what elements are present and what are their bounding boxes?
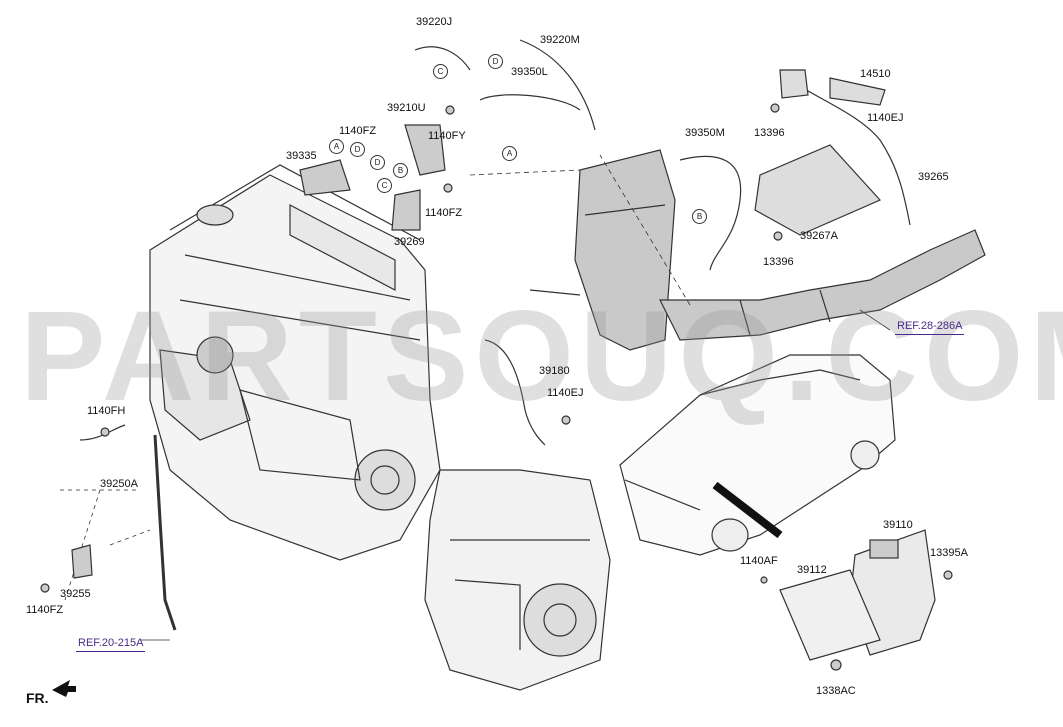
part-1140FZ-bot[interactable]: 1140FZ bbox=[26, 604, 64, 616]
callout-d: D bbox=[350, 142, 365, 157]
callout-d: D bbox=[370, 155, 385, 170]
part-39250A[interactable]: 39250A bbox=[100, 478, 138, 490]
heat-shield bbox=[754, 144, 882, 236]
part-1140AF[interactable]: 1140AF bbox=[740, 555, 778, 567]
callout-c: C bbox=[377, 178, 392, 193]
part-13396-bot[interactable]: 13396 bbox=[763, 256, 794, 268]
part-1140FZ-top[interactable]: 1140FZ bbox=[339, 125, 377, 137]
part-1140FY[interactable]: 1140FY bbox=[428, 130, 466, 142]
ecu-bracket bbox=[779, 569, 881, 661]
part-1338AC[interactable]: 1338AC bbox=[816, 685, 856, 697]
ref-20-215A-link[interactable]: REF.20-215A bbox=[75, 637, 146, 652]
oxygen-sensor-wire-front bbox=[414, 46, 471, 71]
part-39110[interactable]: 39110 bbox=[883, 519, 913, 531]
catalytic-converter bbox=[574, 149, 676, 351]
part-39180[interactable]: 39180 bbox=[539, 365, 570, 377]
part-13396-top[interactable]: 13396 bbox=[754, 127, 785, 139]
part-39267A[interactable]: 39267A bbox=[800, 230, 838, 242]
callout-b: B bbox=[692, 209, 707, 224]
callout-c: C bbox=[433, 64, 448, 79]
part-39210U[interactable]: 39210U bbox=[387, 102, 426, 114]
part-1140EJ-mid[interactable]: 1140EJ bbox=[547, 387, 584, 399]
part-1140FZ-mid[interactable]: 1140FZ bbox=[425, 207, 463, 219]
callout-b: B bbox=[393, 163, 408, 178]
part-39269[interactable]: 39269 bbox=[394, 236, 425, 248]
front-direction-label: FR. bbox=[26, 690, 49, 706]
part-39350M[interactable]: 39350M bbox=[685, 127, 725, 139]
part-13395A[interactable]: 13395A bbox=[930, 547, 968, 559]
part-39255[interactable]: 39255 bbox=[60, 588, 91, 600]
part-39350L[interactable]: 39350L bbox=[511, 66, 548, 78]
part-39265[interactable]: 39265 bbox=[918, 171, 949, 183]
flywheel bbox=[354, 449, 416, 511]
exhaust-pipe bbox=[659, 229, 986, 341]
part-39220J[interactable]: 39220J bbox=[416, 16, 453, 28]
front-direction-arrow bbox=[52, 680, 76, 697]
part-1140EJ-top[interactable]: 1140EJ bbox=[867, 112, 904, 124]
callout-a: A bbox=[329, 139, 344, 154]
part-39335[interactable]: 39335 bbox=[286, 150, 317, 162]
part-1140FH[interactable]: 1140FH bbox=[87, 405, 126, 417]
part-14510[interactable]: 14510 bbox=[860, 68, 891, 80]
callout-d: D bbox=[488, 54, 503, 69]
transmission bbox=[424, 469, 611, 691]
part-39112[interactable]: 39112 bbox=[797, 564, 827, 576]
callout-a: A bbox=[502, 146, 517, 161]
ref-28-286A-link[interactable]: REF.28-286A bbox=[894, 320, 965, 335]
part-39220M[interactable]: 39220M bbox=[540, 34, 580, 46]
